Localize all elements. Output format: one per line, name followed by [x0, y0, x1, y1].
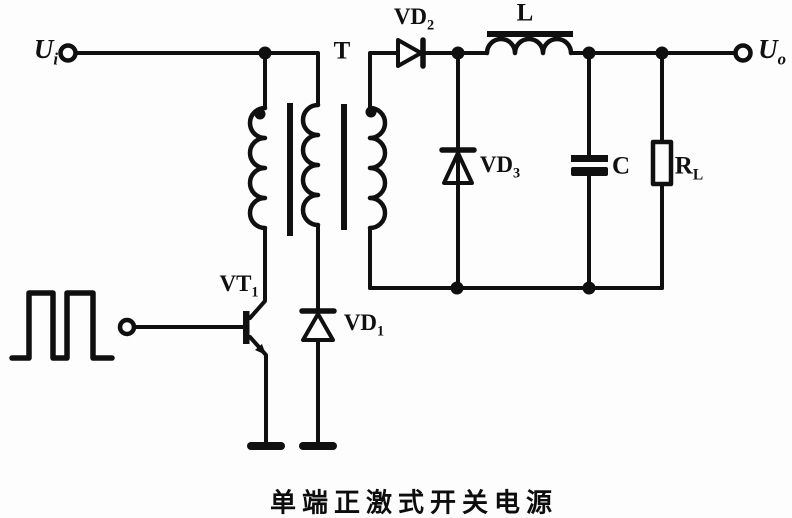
resistor-rl-symbol [650, 139, 674, 187]
collector-lead [248, 226, 267, 320]
inductor-l-symbol [484, 31, 574, 56]
label-diode-vd1: VD1 [343, 310, 385, 340]
junction-dot [450, 281, 464, 295]
label-input-voltage: Ui [33, 33, 59, 69]
junction-dot [582, 281, 596, 295]
transistor-vt1-symbol [243, 226, 268, 444]
core-bar [341, 104, 347, 230]
core-bar [287, 103, 293, 236]
diode-triangle [301, 312, 335, 342]
wire-secondary-to-vd2 [368, 51, 400, 110]
ground-symbols [247, 442, 337, 450]
base-bar [243, 311, 250, 344]
wire-input-top-rail [74, 51, 320, 107]
drive-terminal [117, 317, 137, 337]
reset-winding [300, 102, 321, 228]
label-capacitor: C [611, 152, 631, 180]
label-load-resistor: RL [674, 152, 704, 184]
emitter-arrow [255, 344, 266, 355]
primary-winding [247, 105, 268, 231]
figure-caption: 单端正激式开关电源 [269, 487, 559, 518]
label-transformer: T [333, 37, 351, 65]
inductor-core-bar [487, 31, 573, 37]
ground-symbol [299, 442, 337, 450]
square-wave-symbol [9, 290, 115, 361]
junction-dot [451, 46, 465, 60]
diode-vd2-symbol [396, 37, 426, 69]
label-diode-vd2: VD2 [393, 4, 435, 34]
input-terminal [58, 43, 78, 63]
label-output-voltage: Uo [758, 33, 786, 69]
label-diode-vd3: VD3 [479, 152, 521, 182]
junction-dot [258, 46, 272, 60]
capacitor-plate [571, 167, 608, 176]
output-terminal [733, 43, 753, 63]
diode-vd1-symbol [299, 308, 337, 342]
transformer-t-symbol [247, 102, 388, 236]
label-inductor: L [516, 0, 534, 27]
phase-dot-secondary [365, 106, 377, 118]
diode-triangle [442, 151, 474, 185]
capacitor-c-symbol [571, 155, 608, 176]
secondary-winding [367, 105, 388, 231]
phase-dot-primary [254, 108, 266, 120]
diode-vd3-symbol [439, 147, 477, 185]
wires [74, 51, 738, 444]
junction-dots [258, 46, 669, 295]
label-transistor-vt1: VT1 [219, 271, 259, 301]
inductor-winding [484, 36, 574, 56]
ground-symbol [247, 442, 285, 450]
capacitor-plate [571, 155, 608, 162]
junction-dot [582, 46, 596, 60]
junction-dot [655, 46, 669, 60]
diode-triangle [396, 38, 423, 68]
